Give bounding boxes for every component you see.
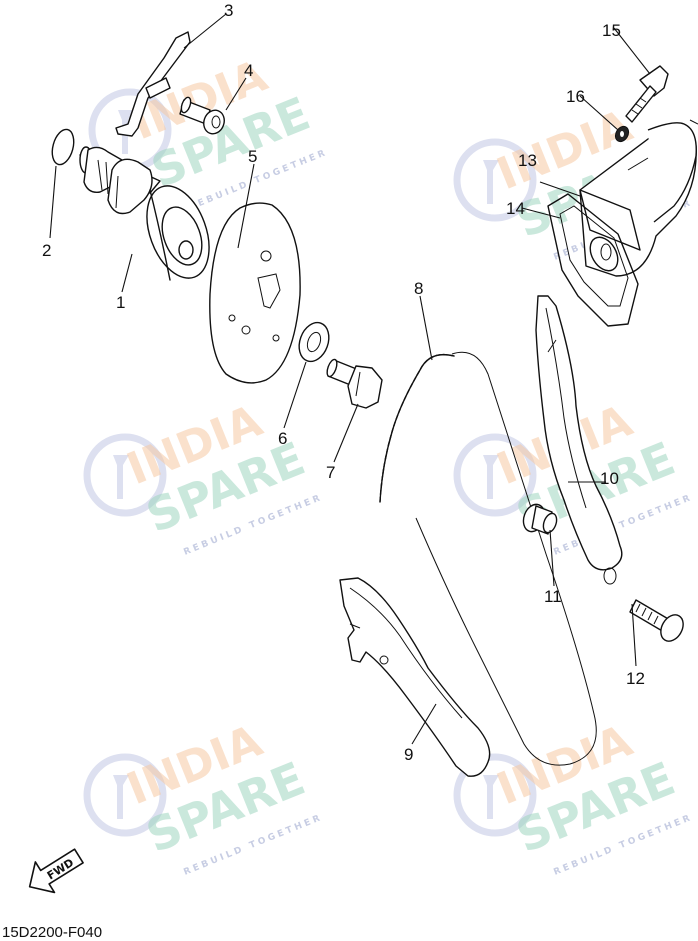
part-15-bolt[interactable] [625,65,669,123]
part-11-collar[interactable] [520,501,559,535]
part-10-tensioner-arm[interactable] [535,295,623,585]
callout-16: 16 [566,87,585,106]
callout-10: 10 [600,469,619,488]
callout-9: 9 [404,745,413,764]
drawing-code: 15D2200-F040 [2,924,102,941]
part-14-gasket[interactable] [547,193,639,327]
part-8-timing-chain[interactable] [379,351,597,766]
part-9-chain-guide[interactable] [339,577,491,777]
camshaft-sprocket[interactable] [209,202,301,384]
watermark-wrench-icon [453,433,537,517]
fwd-arrow-icon: FWD [28,848,84,894]
callout-2: 2 [42,241,51,260]
watermark-wrench-icon [83,433,167,517]
part-16-washer[interactable] [613,124,631,144]
part-7-bolt[interactable] [325,358,383,409]
watermark-wrench-icon [453,138,537,222]
part-3-decompressor-lever[interactable] [115,31,191,137]
watermark-wrench-icon [453,753,537,837]
callout-11: 11 [544,587,562,606]
callout-3: 3 [224,1,233,20]
callout-1: 1 [116,293,125,312]
callout-7: 7 [326,463,335,482]
part-6-washer[interactable] [294,318,334,365]
part-4-pin[interactable] [179,96,228,137]
callout-6: 6 [278,429,287,448]
part-1-camshaft[interactable] [79,146,221,287]
watermark-bottom-right: INDIA SPARE REBUILD TOGETHER [453,715,694,878]
part-12-bolt[interactable] [629,599,688,645]
part-2-o-ring[interactable] [49,127,78,167]
watermark-middle-left: INDIA SPARE REBUILD TOGETHER [83,395,324,558]
callout-13: 13 [518,151,537,170]
callout-12: 12 [626,669,645,688]
watermark-wrench-icon [83,753,167,837]
watermark-bottom-left: INDIA SPARE REBUILD TOGETHER [83,715,324,878]
part-13-tensioner-assembly[interactable] [579,119,698,277]
callout-14: 14 [506,199,525,218]
callout-5: 5 [248,147,257,166]
leader-lines [49,13,651,745]
callout-15: 15 [602,21,621,40]
callout-8: 8 [414,279,423,298]
callouts: 1 2 3 4 5 6 7 8 9 10 11 12 13 14 15 16 [42,1,645,764]
callout-4: 4 [244,61,253,80]
